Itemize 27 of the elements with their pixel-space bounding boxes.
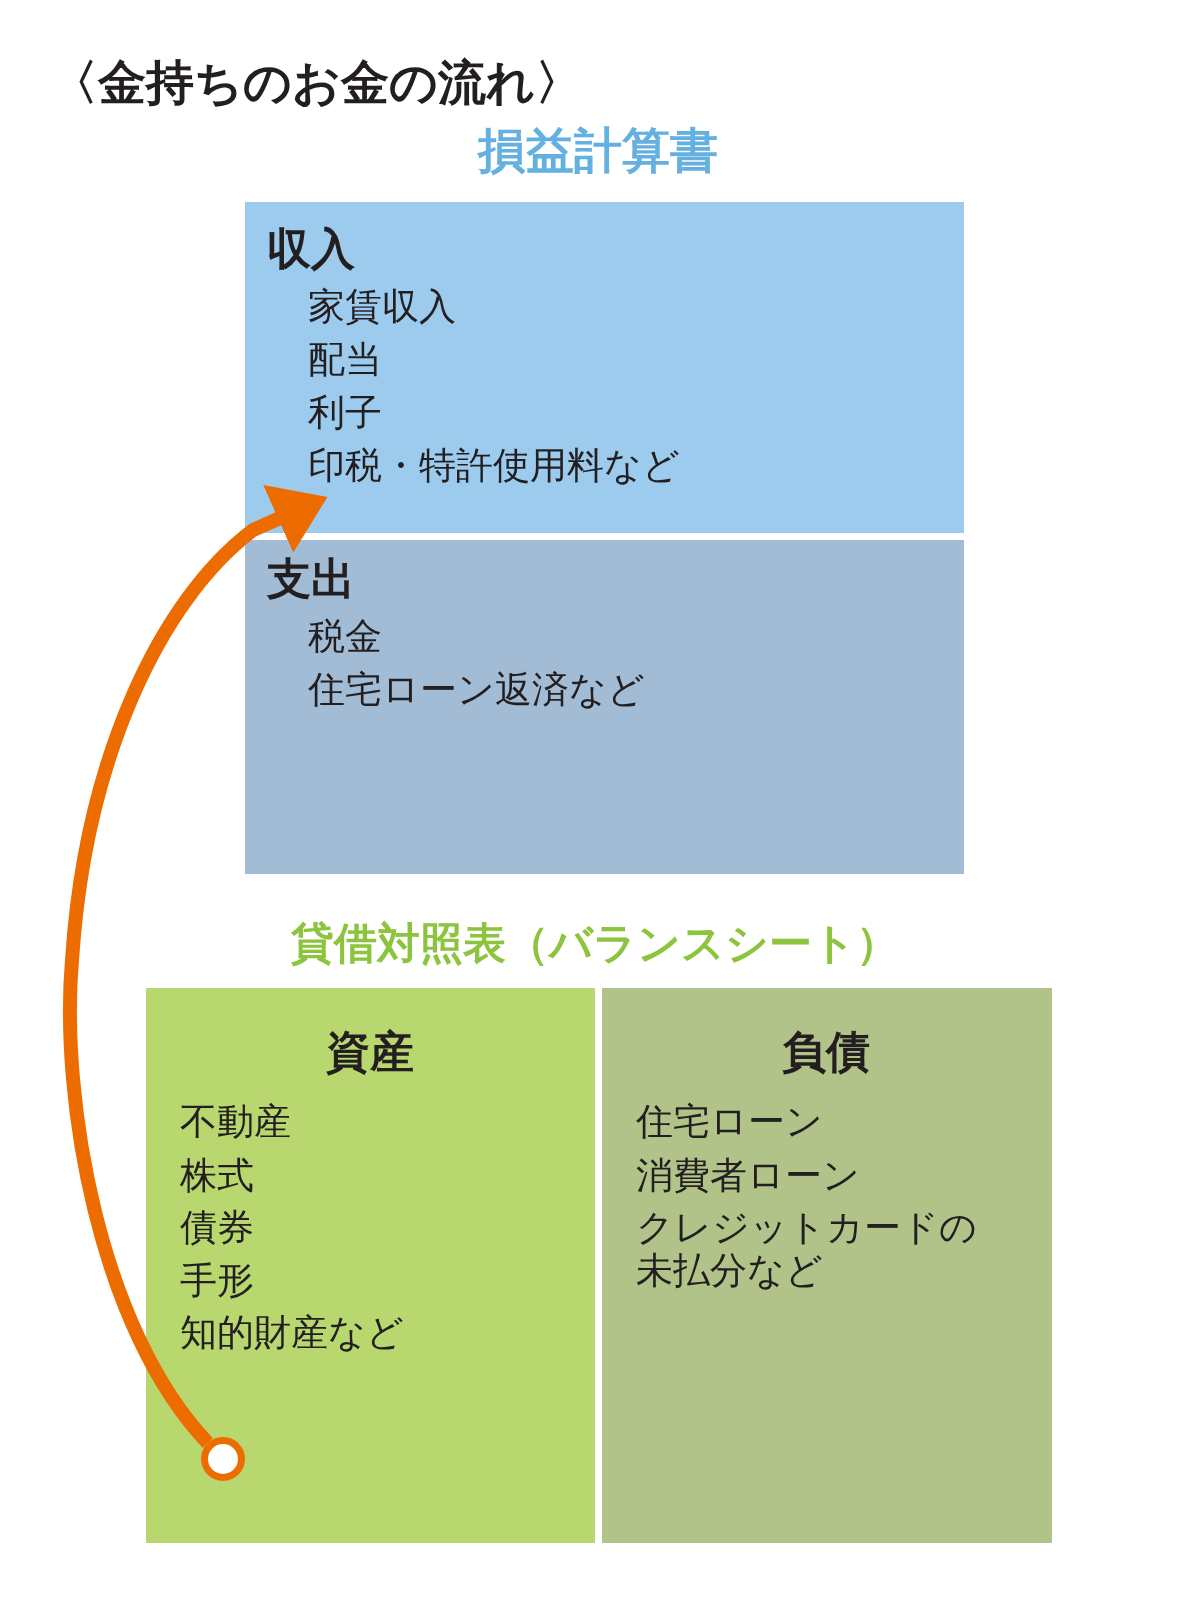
section-heading: 貸借対照表（バランスシート） — [291, 922, 899, 965]
list-item: 住宅ローン — [636, 1100, 823, 1143]
category-heading: 収入 — [267, 227, 355, 271]
expense-panel — [245, 540, 964, 874]
curved-arrow — [63, 485, 328, 1448]
income-panel — [245, 202, 964, 533]
diagram-title: 〈金持ちのお金の流れ〉 — [50, 58, 583, 106]
section-heading: 損益計算書 — [478, 126, 718, 174]
list-item: 消費者ローン — [636, 1154, 860, 1197]
list-item: 手形 — [180, 1262, 254, 1299]
list-item: 住宅ローン返済など — [308, 671, 645, 708]
list-item: 不動産 — [180, 1103, 291, 1140]
category-heading: 負債 — [782, 1030, 870, 1074]
list-item: 利子 — [308, 394, 382, 431]
category-heading: 支出 — [267, 557, 355, 601]
list-item: 知的財産など — [180, 1314, 404, 1351]
list-item: 家賃収入 — [308, 288, 456, 325]
list-item: 印税・特許使用料など — [308, 447, 680, 484]
ring-marker — [201, 1437, 245, 1481]
list-item: クレジットカードの未払分など — [636, 1206, 978, 1292]
assets-panel — [146, 988, 595, 1543]
liabilities-panel — [602, 988, 1052, 1543]
list-item: 株式 — [180, 1157, 254, 1194]
list-item: 税金 — [308, 618, 382, 655]
list-item: 債券 — [180, 1209, 254, 1246]
category-heading: 資産 — [326, 1030, 414, 1074]
list-item: 配当 — [308, 341, 382, 378]
